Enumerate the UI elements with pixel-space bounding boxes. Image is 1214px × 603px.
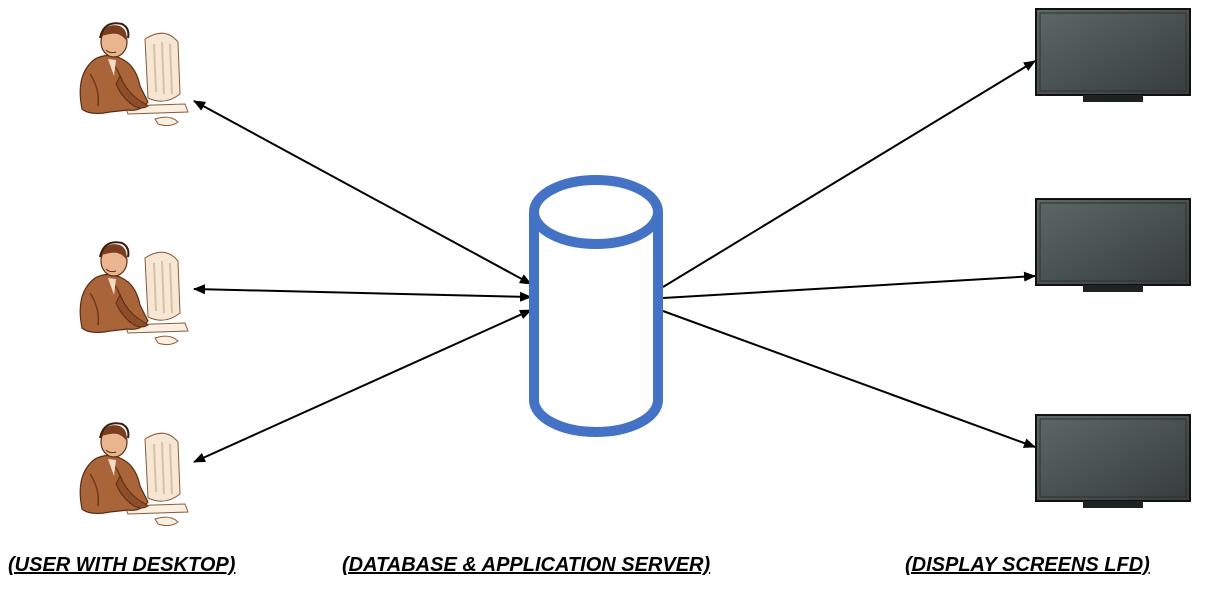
display-screen-icon	[1035, 8, 1191, 103]
display-screen-icon	[1035, 414, 1191, 509]
display-screen-icon	[1035, 198, 1191, 293]
users-caption: (USER WITH DESKTOP)	[8, 554, 236, 576]
arrow-user2-server	[193, 284, 532, 302]
user-at-desktop-icon	[79, 22, 189, 127]
user-at-desktop-icon	[79, 422, 189, 527]
database-cylinder-icon	[529, 175, 663, 437]
arrow-server-screen2	[662, 271, 1036, 299]
server-caption: (DATABASE & APPLICATION SERVER)	[342, 554, 711, 576]
screens-caption: (DISPLAY SCREENS LFD)	[905, 554, 1150, 576]
arrow-user1-server	[193, 100, 532, 285]
arrow-server-screen3	[662, 310, 1036, 448]
arrow-user3-server	[193, 309, 532, 463]
arrow-server-screen1	[662, 60, 1036, 288]
user-at-desktop-icon	[79, 241, 189, 346]
